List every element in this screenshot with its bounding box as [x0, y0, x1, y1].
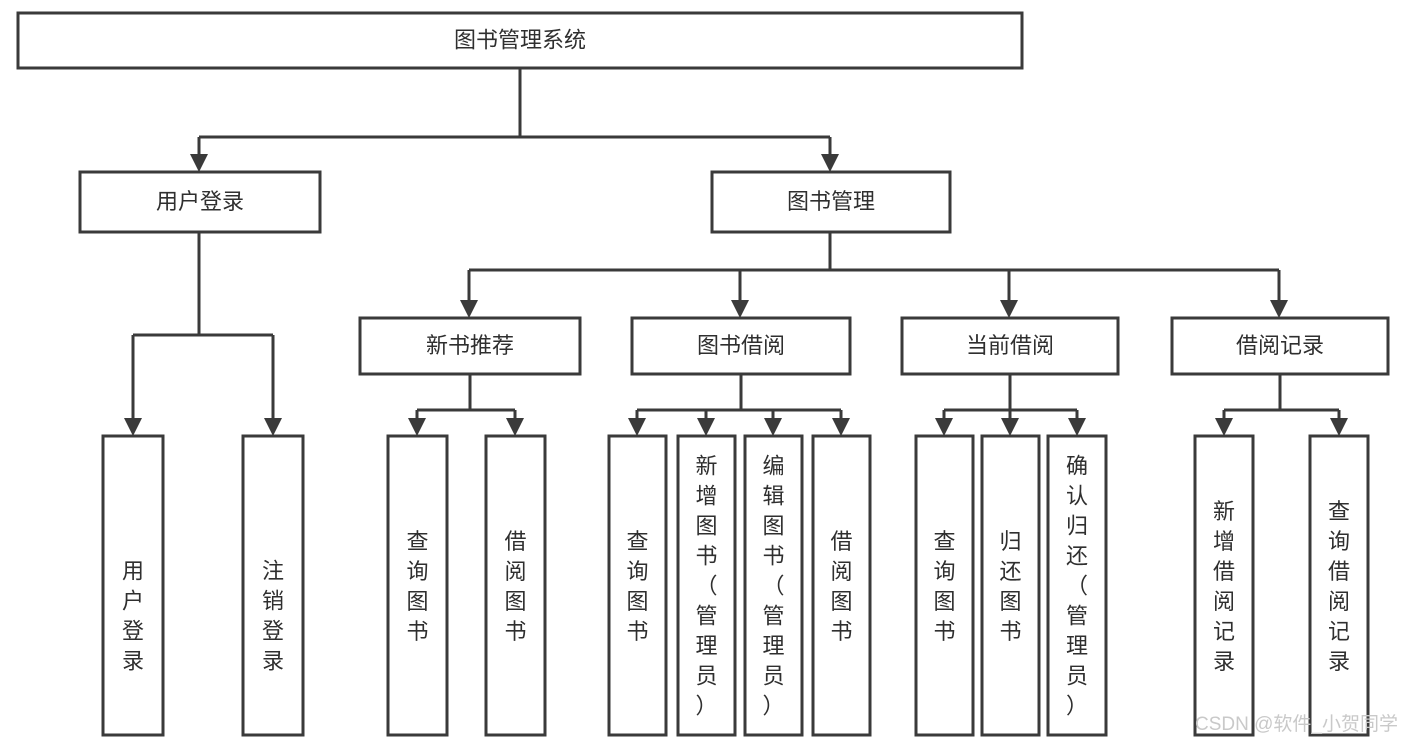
node-level2-0-box[interactable]: [78, 170, 322, 234]
group-2-drop-0-arrowhead: [935, 418, 953, 436]
manage-drop-2-arrowhead: [1000, 300, 1018, 318]
connector-layer: [124, 68, 1348, 436]
node-root-label: 图书管理系统: [454, 27, 586, 52]
group-3-drop-0-arrowhead: [1215, 418, 1233, 436]
csdn-watermark: CSDN @软件_小贺同学: [1195, 713, 1398, 735]
group-0-drop-0-arrowhead: [408, 418, 426, 436]
node-leaf-6[interactable]: 编辑图书（管理员）: [743, 434, 804, 737]
node-layer: 图书管理系统用户登录图书管理新书推荐图书借阅当前借阅借阅记录用户登录注销登录查询…: [16, 11, 1390, 737]
node-leaf-8[interactable]: 查询图书: [914, 434, 975, 737]
node-level3-1-label: 图书借阅: [697, 333, 785, 358]
group-2-drop-2-arrowhead: [1068, 418, 1086, 436]
node-level3-1[interactable]: 图书借阅: [630, 316, 852, 376]
node-leaf-11[interactable]: 新增借阅记录: [1193, 434, 1255, 737]
node-level3-2[interactable]: 当前借阅: [900, 316, 1120, 376]
node-level2-1-box[interactable]: [710, 170, 952, 234]
group-1-drop-3-arrowhead: [832, 418, 850, 436]
node-leaf-8-label: 查询图书: [933, 529, 955, 644]
node-leaf-11-label: 新增借阅记录: [1213, 499, 1235, 674]
group-3-drop-1-arrowhead: [1330, 418, 1348, 436]
node-leaf-2[interactable]: 查询图书: [386, 434, 449, 737]
node-leaf-4-label: 查询图书: [626, 529, 648, 644]
node-leaf-6-box[interactable]: [743, 434, 804, 737]
node-leaf-2-box[interactable]: [386, 434, 449, 737]
node-root[interactable]: 图书管理系统: [16, 11, 1024, 70]
node-level2-1[interactable]: 图书管理: [710, 170, 952, 234]
node-level3-0[interactable]: 新书推荐: [358, 316, 582, 376]
node-level3-1-box[interactable]: [630, 316, 852, 376]
node-root-box[interactable]: [16, 11, 1024, 70]
node-leaf-10-box[interactable]: [1046, 434, 1108, 737]
group-0-drop-1-arrowhead: [506, 418, 524, 436]
node-leaf-3[interactable]: 借阅图书: [484, 434, 547, 737]
node-level2-0-label: 用户登录: [156, 189, 244, 214]
node-leaf-10[interactable]: 确认归还（管理员）: [1046, 434, 1108, 737]
node-leaf-0-box[interactable]: [101, 434, 165, 737]
manage-drop-1-arrowhead: [731, 300, 749, 318]
manage-drop-0-arrowhead: [460, 300, 478, 318]
node-leaf-10-label: 确认归还（管理员）: [1066, 453, 1088, 718]
root-drop-0-arrowhead: [190, 154, 208, 172]
node-level3-0-label: 新书推荐: [426, 333, 514, 358]
node-level2-0[interactable]: 用户登录: [78, 170, 322, 234]
node-leaf-11-box[interactable]: [1193, 434, 1255, 737]
node-leaf-12-label: 查询借阅记录: [1328, 499, 1350, 674]
node-leaf-5[interactable]: 新增图书（管理员）: [676, 434, 737, 737]
group-1-drop-2-arrowhead: [764, 418, 782, 436]
node-leaf-7-box[interactable]: [811, 434, 872, 737]
group-1-drop-1-arrowhead: [697, 418, 715, 436]
login-drop-0-arrowhead: [124, 418, 142, 436]
node-leaf-0-label: 用户登录: [122, 558, 144, 673]
node-level3-3-label: 借阅记录: [1236, 333, 1324, 358]
node-leaf-4[interactable]: 查询图书: [607, 434, 668, 737]
root-drop-1-arrowhead: [821, 154, 839, 172]
node-leaf-3-box[interactable]: [484, 434, 547, 737]
node-leaf-8-box[interactable]: [914, 434, 975, 737]
node-leaf-9-label: 归还图书: [999, 529, 1021, 644]
node-leaf-6-label: 编辑图书（管理员）: [762, 453, 784, 718]
node-level2-1-label: 图书管理: [787, 189, 875, 214]
node-level3-3[interactable]: 借阅记录: [1170, 316, 1390, 376]
group-2-drop-1-arrowhead: [1001, 418, 1019, 436]
node-level3-0-box[interactable]: [358, 316, 582, 376]
node-leaf-1[interactable]: 注销登录: [241, 434, 305, 737]
node-leaf-5-box[interactable]: [676, 434, 737, 737]
node-leaf-1-label: 注销登录: [262, 558, 284, 673]
group-1-drop-0-arrowhead: [628, 418, 646, 436]
node-leaf-5-label: 新增图书（管理员）: [695, 453, 717, 718]
node-level3-2-label: 当前借阅: [966, 333, 1054, 358]
node-leaf-12-box[interactable]: [1308, 434, 1370, 737]
node-leaf-0[interactable]: 用户登录: [101, 434, 165, 737]
node-leaf-9-box[interactable]: [980, 434, 1041, 737]
node-leaf-7-label: 借阅图书: [830, 529, 852, 644]
node-leaf-7[interactable]: 借阅图书: [811, 434, 872, 737]
node-leaf-2-label: 查询图书: [406, 529, 428, 644]
node-level3-2-box[interactable]: [900, 316, 1120, 376]
node-leaf-1-box[interactable]: [241, 434, 305, 737]
node-level3-3-box[interactable]: [1170, 316, 1390, 376]
node-leaf-3-label: 借阅图书: [504, 529, 526, 644]
login-drop-1-arrowhead: [264, 418, 282, 436]
node-leaf-12[interactable]: 查询借阅记录: [1308, 434, 1370, 737]
node-leaf-9[interactable]: 归还图书: [980, 434, 1041, 737]
node-leaf-4-box[interactable]: [607, 434, 668, 737]
manage-drop-3-arrowhead: [1270, 300, 1288, 318]
